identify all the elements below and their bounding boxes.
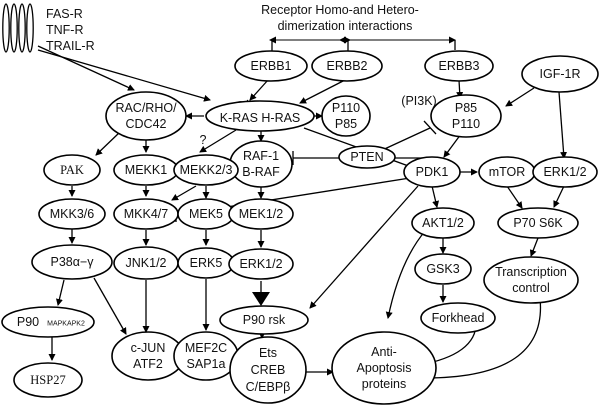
node-erbb2: ERBB2 — [327, 59, 368, 73]
dimerization-caption-line2: dimerization interactions — [278, 19, 413, 33]
node-mek5: MEK5 — [189, 207, 223, 221]
node-erbb1: ERBB1 — [251, 59, 292, 73]
node-erk5: ERK5 — [190, 256, 223, 270]
node-ets-line2: CREB — [251, 363, 286, 377]
node-p85p110-line2: P110 — [452, 117, 480, 131]
receptor-label-fas: FAS-R — [46, 7, 83, 21]
node-p90-mapkapk2-subscript: MAPKAPK2 — [47, 321, 85, 328]
dimerization-caption-line1: Receptor Homo-and Hetero- — [261, 3, 419, 17]
node-mekk23: MEKK2/3 — [180, 163, 233, 177]
node-p90-mapkapk2: P90 — [17, 315, 39, 329]
node-transcription-line1: Transcription — [495, 265, 567, 279]
node-mtor: mTOR — [489, 165, 526, 179]
dimerization-double-arrows — [269, 36, 456, 52]
node-pten: PTEN — [350, 150, 383, 164]
node-p85p110-line1: P85 — [455, 101, 477, 115]
node-mekk1: MEKK1 — [125, 163, 167, 177]
pathway-connections — [37, 45, 568, 382]
node-pak: PAK — [60, 163, 84, 177]
node-raf-line1: RAF-1 — [243, 149, 279, 163]
question-mark: ? — [200, 133, 207, 147]
node-mkk47: MKK4/7 — [124, 207, 169, 221]
node-p38: P38α−γ — [50, 255, 94, 269]
node-rac-line1: RAC/RHO/ — [115, 101, 177, 115]
node-mek12: MEK1/2 — [239, 207, 284, 221]
node-forkhead: Forkhead — [432, 311, 485, 325]
node-mef2c-line1: MEF2C — [185, 341, 227, 355]
node-akt12: AKT1/2 — [422, 216, 464, 230]
node-p90rsk: P90 rsk — [243, 313, 286, 327]
node-cjun-line2: ATF2 — [133, 357, 163, 371]
receptor-label-trail: TRAIL-R — [46, 39, 95, 53]
node-antiapoptosis-line1: Anti- — [371, 345, 397, 359]
pi3k-label: (PI3K) — [401, 94, 436, 108]
node-raf-line2: B-RAF — [242, 165, 280, 179]
node-transcription-line2: control — [512, 281, 550, 295]
node-rac-line2: CDC42 — [126, 117, 167, 131]
node-p110p85-line1: P110 — [332, 101, 360, 115]
node-erk12: ERK1/2 — [239, 257, 282, 271]
pathway-nodes — [1, 50, 599, 405]
node-mkk36: MKK3/6 — [50, 207, 95, 221]
receptor-label-tnf: TNF-R — [46, 23, 84, 37]
node-antiapoptosis-line2: Apoptosis — [357, 361, 412, 375]
receptor-coil-icon — [2, 3, 34, 53]
node-p70s6k: P70 S6K — [513, 216, 563, 230]
node-mef2c-line2: SAP1a — [187, 357, 226, 371]
node-antiapoptosis-line3: proteins — [362, 377, 406, 391]
node-kras-hras: K-RAS H-RAS — [220, 111, 301, 125]
node-ets-line1: Ets — [259, 346, 277, 360]
node-cjun-line1: c-JUN — [131, 341, 166, 355]
node-p110p85-line2: P85 — [335, 117, 357, 131]
node-erbb3: ERBB3 — [439, 59, 480, 73]
node-hsp27: HSP27 — [30, 373, 65, 387]
node-erk12-right: ERK1/2 — [543, 165, 586, 179]
node-pdk1: PDK1 — [416, 165, 449, 179]
node-jnk12: JNK1/2 — [126, 256, 167, 270]
node-gsk3: GSK3 — [426, 262, 459, 276]
node-ets-line3: C/EBPβ — [246, 380, 291, 394]
node-igf1r: IGF-1R — [540, 67, 581, 81]
bold-arrowhead-icon — [252, 292, 270, 306]
